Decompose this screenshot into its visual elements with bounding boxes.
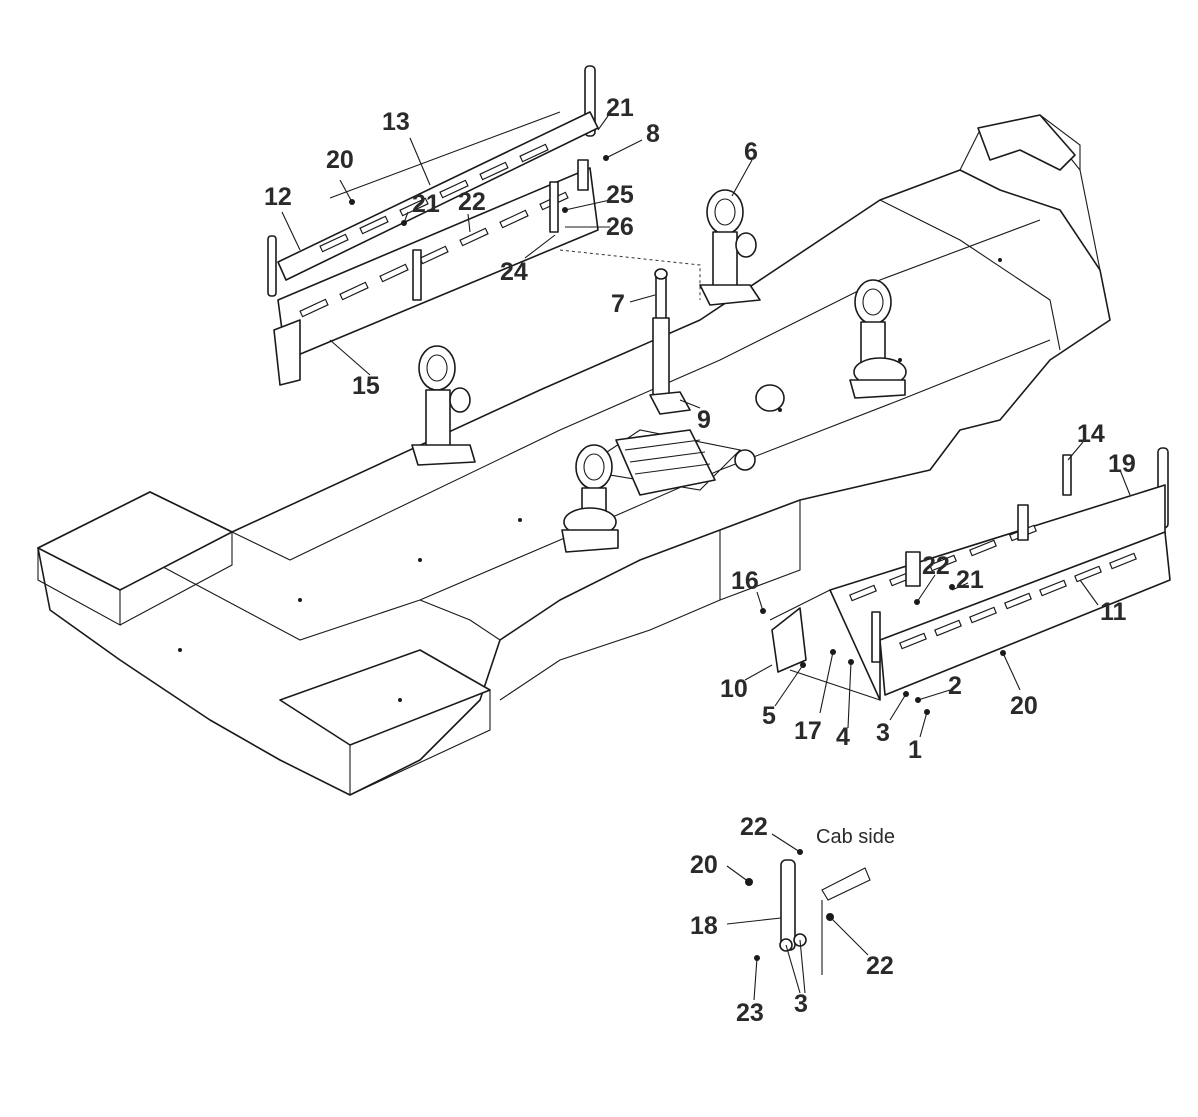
left-step-assembly — [267, 65, 599, 386]
rear-bracket — [977, 114, 1081, 171]
callout-4: 4 — [836, 723, 850, 751]
callout-1: 1 — [908, 736, 922, 764]
callout-20: 20 — [1010, 692, 1038, 720]
callout-22: 22 — [740, 813, 768, 841]
lifting-eye-front — [561, 444, 619, 553]
callout-11: 11 — [1100, 598, 1127, 626]
callout-8: 8 — [646, 120, 660, 148]
callout-3: 3 — [876, 719, 890, 747]
callout-21: 21 — [606, 94, 634, 122]
callout-20: 20 — [326, 146, 354, 174]
callout-3: 3 — [794, 990, 808, 1018]
step-hinge-bracket — [771, 607, 807, 673]
callout-22: 22 — [922, 552, 950, 580]
chassis-frame — [37, 119, 1111, 796]
callout-21: 21 — [956, 566, 984, 594]
callout-19: 19 — [1108, 450, 1136, 478]
callout-15: 15 — [352, 372, 380, 400]
callout-25: 25 — [606, 181, 634, 209]
callout-6: 6 — [744, 138, 758, 166]
callout-9: 9 — [697, 406, 711, 434]
callout-22: 22 — [866, 952, 894, 980]
lifting-eye-right — [849, 279, 907, 399]
right-step-treads — [849, 524, 1137, 650]
leader-lines — [281, 115, 1131, 1001]
upper-step-treads — [319, 143, 549, 253]
control-valve-block — [615, 429, 756, 496]
callout-26: 26 — [606, 213, 634, 241]
callout-23: 23 — [736, 999, 764, 1027]
callout-10: 10 — [720, 675, 748, 703]
callout-12: 12 — [264, 183, 292, 211]
gas-strut — [649, 268, 691, 415]
callout-20: 20 — [690, 851, 718, 879]
callout-5: 5 — [762, 702, 776, 730]
callout-labels: 12 20 13 21 22 21 8 25 26 24 15 6 7 9 14… — [264, 94, 1136, 1027]
cab-side-note: Cab side — [816, 826, 895, 848]
lifting-eye-rear — [699, 189, 761, 306]
callout-17: 17 — [794, 717, 822, 745]
callout-21: 21 — [412, 190, 440, 218]
callout-18: 18 — [690, 912, 718, 940]
lifting-eye-left — [411, 345, 476, 466]
cab-side-detail — [745, 849, 871, 975]
callout-13: 13 — [382, 108, 410, 136]
right-step-assembly — [769, 447, 1171, 701]
callout-14: 14 — [1077, 420, 1105, 448]
callout-7: 7 — [611, 290, 625, 318]
callout-22: 22 — [458, 188, 486, 216]
accumulator — [755, 384, 785, 412]
callout-24: 24 — [500, 258, 528, 286]
callout-2: 2 — [948, 672, 962, 700]
callout-16: 16 — [731, 567, 759, 595]
